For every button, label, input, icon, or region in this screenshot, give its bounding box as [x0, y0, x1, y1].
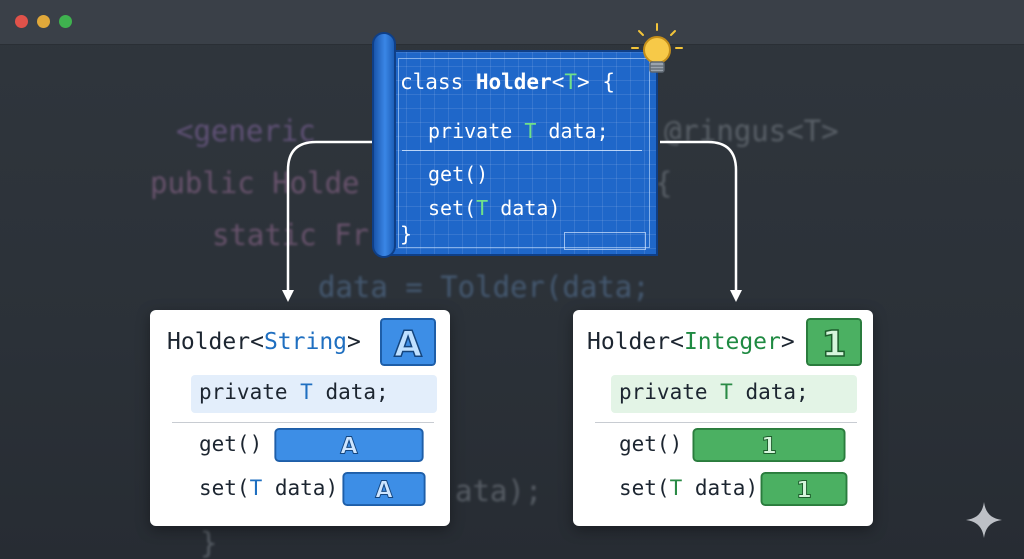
svg-text:A: A — [340, 434, 358, 460]
integer-badge-digit: 1 — [821, 324, 846, 365]
integer-set-value: 1 — [760, 472, 848, 506]
integer-holder-panel: Holder<Integer> 1 private T data; get() … — [573, 310, 873, 526]
blueprint-field: private T data; — [428, 119, 609, 143]
background-code-line-5: ata); — [455, 474, 543, 508]
string-type-badge: A — [380, 318, 436, 366]
integer-getter-label: get() — [619, 432, 683, 456]
string-get-value: A — [274, 428, 424, 462]
integer-setter-label: set(T data) — [619, 476, 759, 500]
string-set-value: A — [342, 472, 426, 506]
integer-type-badge: 1 — [806, 318, 862, 366]
blueprint-paper — [390, 50, 658, 256]
window-titlebar — [0, 0, 1024, 45]
string-setter-label: set(T data) — [199, 476, 339, 500]
blueprint-title-block — [564, 232, 646, 250]
integer-holder-title: Holder<Integer> — [587, 329, 795, 355]
close-window-button[interactable] — [15, 15, 28, 28]
minimize-window-button[interactable] — [37, 15, 50, 28]
integer-get-value: 1 — [692, 428, 846, 462]
string-field-text: private T data; — [199, 380, 389, 404]
string-data-field: private T data; — [191, 375, 437, 413]
blueprint-closing-brace: } — [400, 222, 413, 246]
background-code-line-4: data = Tolder(data; — [318, 270, 650, 304]
lightbulb-icon — [631, 23, 683, 73]
string-holder-panel: Holder<String> A private T data; get() A… — [150, 310, 450, 526]
integer-field-text: private T data; — [619, 380, 809, 404]
integer-data-field: private T data; — [611, 375, 857, 413]
svg-text:1: 1 — [761, 434, 777, 460]
string-badge-letter: A — [394, 324, 422, 365]
arrow-to-string-holder — [282, 140, 372, 302]
maximize-window-button[interactable] — [59, 15, 72, 28]
background-code-line-2b: { — [655, 166, 673, 200]
svg-text:1: 1 — [796, 478, 812, 504]
background-code-line-6: } — [200, 526, 218, 559]
blueprint-getter: get() — [428, 162, 489, 186]
arrow-to-integer-holder — [660, 140, 742, 302]
generic-class-blueprint: class Holder<T> { private T data; get() … — [372, 32, 660, 258]
blueprint-roll — [372, 32, 396, 258]
background-code-line-3: static Fr — [212, 218, 370, 252]
blueprint-class-declaration: class Holder<T> { — [400, 70, 615, 94]
blueprint-setter: set(T data) — [428, 196, 561, 220]
sparkle-icon — [966, 502, 1002, 538]
svg-text:A: A — [375, 478, 393, 504]
background-code-line-1a: <generic — [176, 114, 316, 148]
string-getter-label: get() — [199, 432, 263, 456]
string-holder-title: Holder<String> — [167, 329, 361, 355]
